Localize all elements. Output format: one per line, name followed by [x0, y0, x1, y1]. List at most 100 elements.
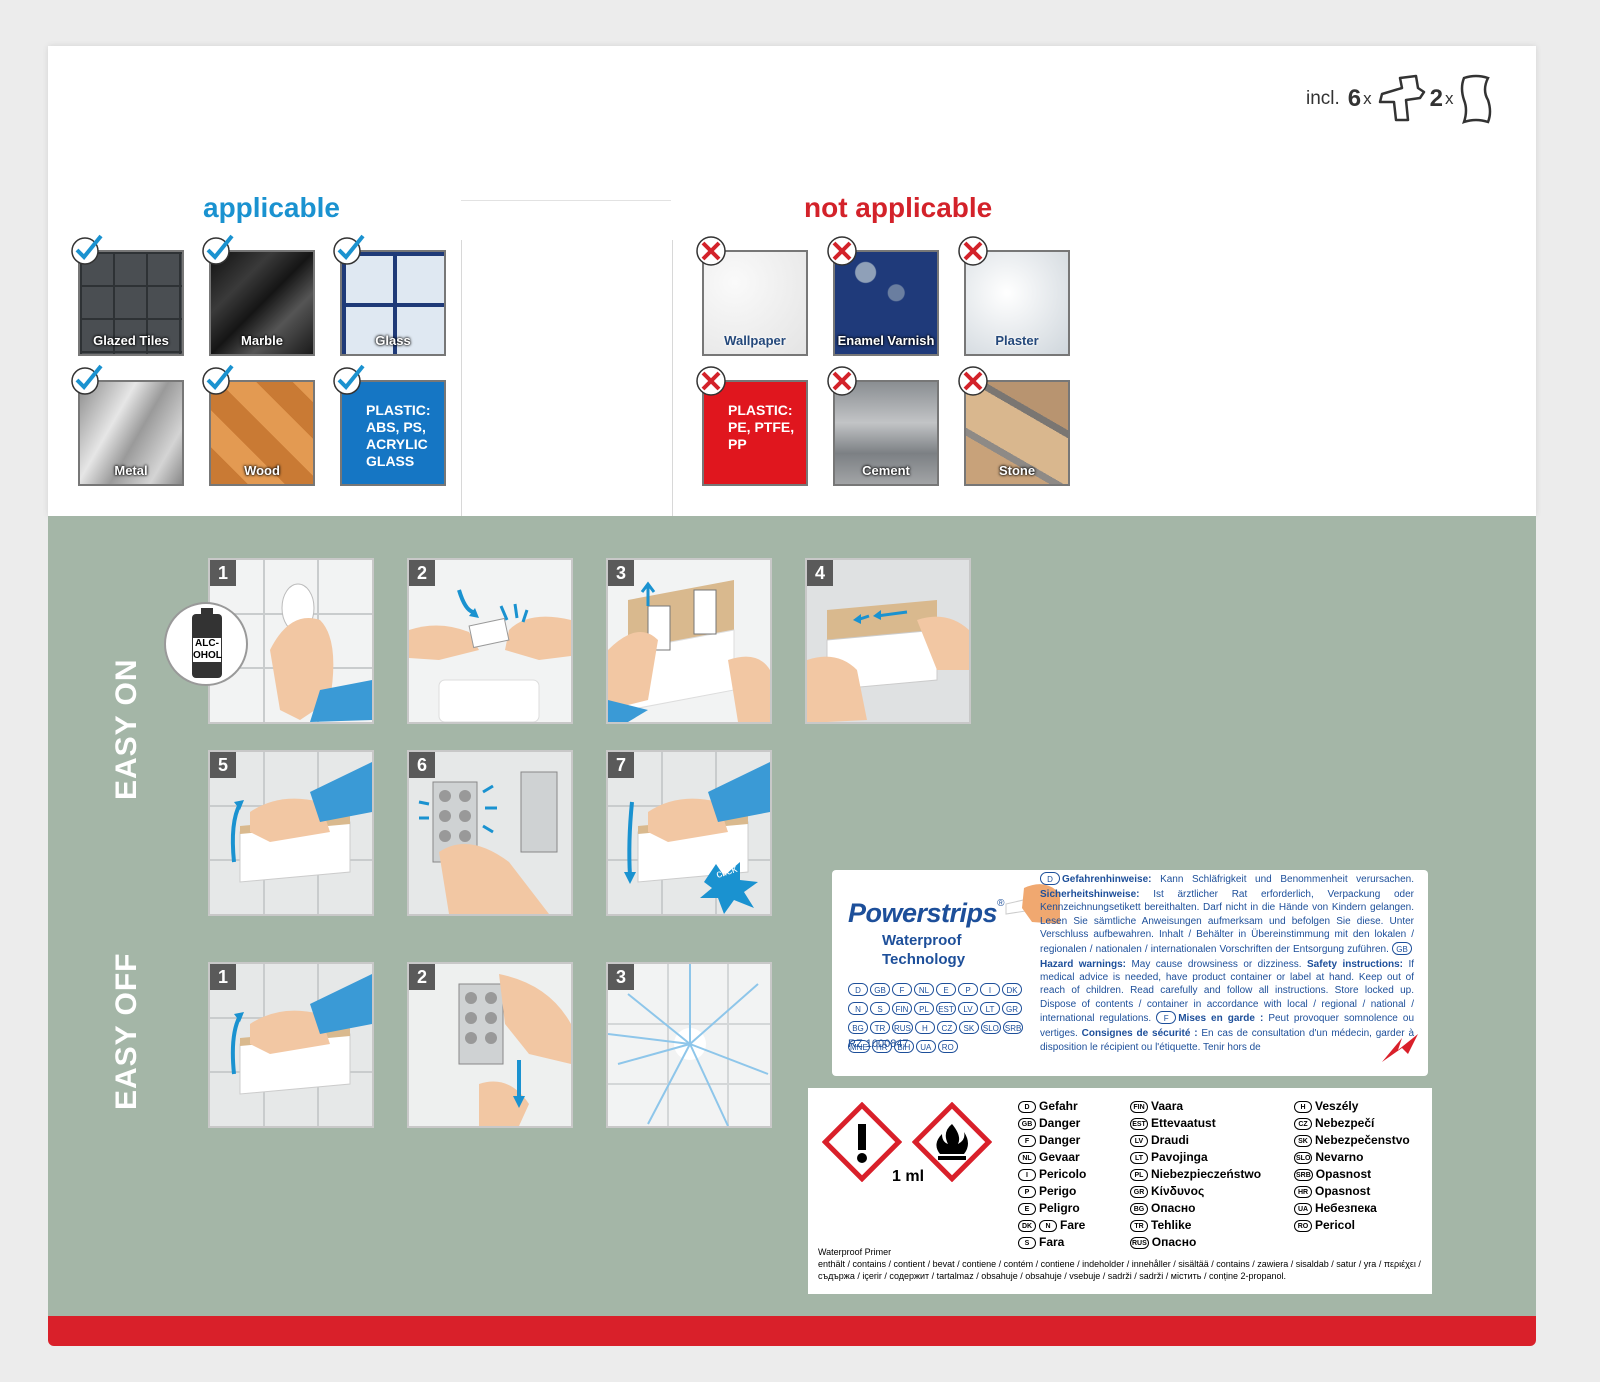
step-number: 5 [210, 752, 236, 778]
cross-icon [696, 366, 726, 396]
danger-word: Gefahr [1039, 1099, 1078, 1113]
easy-on-step-7: 7 click [606, 750, 772, 916]
tile-label: Glass [375, 333, 411, 348]
tile-label: Enamel Varnish [837, 333, 935, 348]
alcohol-bottle-icon: ALC-OHOL [164, 602, 248, 686]
step-number: 3 [608, 964, 634, 990]
danger-word: Опасно [1151, 1235, 1197, 1249]
country-code-badge: UA [915, 1040, 936, 1053]
easy-on-step-3: 3 [606, 558, 772, 724]
primer-ingredients: Waterproof Primer enthält / contains / c… [818, 1247, 1421, 1281]
tile-wallpaper: Wallpaper [702, 250, 808, 356]
country-code-badge: CZ [1294, 1117, 1312, 1130]
exclamation-hazard-icon [822, 1102, 902, 1182]
danger-word: Danger [1039, 1116, 1081, 1130]
hanger-cutout [461, 200, 673, 540]
country-code-badge: H [1294, 1100, 1312, 1113]
country-code-badge: E [936, 983, 956, 996]
country-code-badge: DK [1018, 1219, 1036, 1232]
danger-word: Κίνδυνος [1151, 1184, 1205, 1198]
danger-word: Fare [1060, 1218, 1086, 1232]
country-code-badge: I [980, 983, 1000, 996]
country-code-badge: GB [870, 983, 890, 996]
country-code-badge: P [958, 983, 978, 996]
country-code-badge: RUS [892, 1021, 913, 1034]
tile-label: Cement [862, 463, 910, 478]
danger-word: Opasnost [1315, 1184, 1371, 1198]
not-applicable-heading: not applicable [804, 192, 993, 223]
tile-metal: Metal [78, 380, 184, 486]
country-code-badge: SLO [1294, 1151, 1313, 1164]
country-code-badge: NL [1018, 1151, 1036, 1164]
step-number: 2 [409, 560, 435, 586]
cross-icon [696, 236, 726, 266]
tile-label: Glazed Tiles [93, 333, 169, 348]
step-number: 3 [608, 560, 634, 586]
package-contents: incl. 6 x 2 x [1306, 74, 1494, 124]
checkmark-icon [202, 364, 234, 395]
checkmark-icon [202, 234, 234, 265]
country-code-badge: BiH [893, 1040, 914, 1053]
danger-word: Peligro [1039, 1201, 1080, 1215]
applicable-heading: applicable [203, 192, 340, 223]
primer-volume: 1 ml [892, 1168, 925, 1185]
country-code-badge: PL [914, 1002, 934, 1015]
red-footer-band [48, 1316, 1536, 1346]
country-code-badge: F [892, 983, 912, 996]
country-code-badge: RO [937, 1040, 958, 1053]
country-code-badge: P [1018, 1185, 1036, 1198]
strip-count: 6 [1347, 85, 1362, 112]
danger-word: Небезпека [1315, 1201, 1377, 1215]
country-code-badge: H [914, 1021, 935, 1034]
article-number: RZ 1000847 [848, 1038, 909, 1050]
thumb-pulling-strip-icon [1005, 884, 1060, 924]
tile-plaster: Plaster [964, 250, 1070, 356]
danger-word: Draudi [1151, 1133, 1190, 1147]
country-code-badge: N [1039, 1219, 1057, 1232]
tile-label: Wallpaper [724, 333, 786, 348]
danger-word: Pericol [1315, 1218, 1356, 1232]
country-code-badge: FIN [1130, 1100, 1148, 1113]
country-code-badge: F [1018, 1134, 1036, 1147]
easy-on-step-1: 1 [208, 558, 374, 724]
step-number: 1 [210, 560, 236, 586]
pull-tab-illustration [409, 964, 571, 1126]
easy-off-label: EASY OFF [110, 952, 143, 1110]
strip-icon [1378, 74, 1425, 122]
danger-word: Nevarno [1315, 1150, 1364, 1164]
checkmark-icon [71, 364, 103, 395]
tile-marble: Marble [209, 250, 315, 356]
tile-plastic-applicable: PLASTIC: ABS, PS, ACRYLIC GLASS [340, 380, 446, 486]
country-code-badge: GR [1130, 1185, 1148, 1198]
easy-on-step-2: 2 [407, 558, 573, 724]
tile-label: Marble [241, 333, 283, 348]
easy-off-step-2: 2 [407, 962, 573, 1128]
tile-label: Wood [244, 463, 280, 478]
country-code-badge: N [848, 1002, 868, 1015]
flammable-hazard-icon [912, 1102, 992, 1182]
country-code-badge: TR [1130, 1219, 1148, 1232]
country-code-badge: LT [980, 1002, 1000, 1015]
checkmark-icon [71, 234, 103, 265]
danger-word: Опасно [1151, 1201, 1196, 1215]
danger-word: Vaara [1151, 1099, 1184, 1113]
attach-strips-illustration [608, 560, 770, 722]
country-code-badge: RUS [1130, 1236, 1149, 1249]
cleaning-wipe-icon [1460, 74, 1491, 124]
easy-on-step-5: 5 [208, 750, 374, 916]
checkmark-icon [333, 364, 365, 395]
danger-word: Perigo [1039, 1184, 1077, 1198]
